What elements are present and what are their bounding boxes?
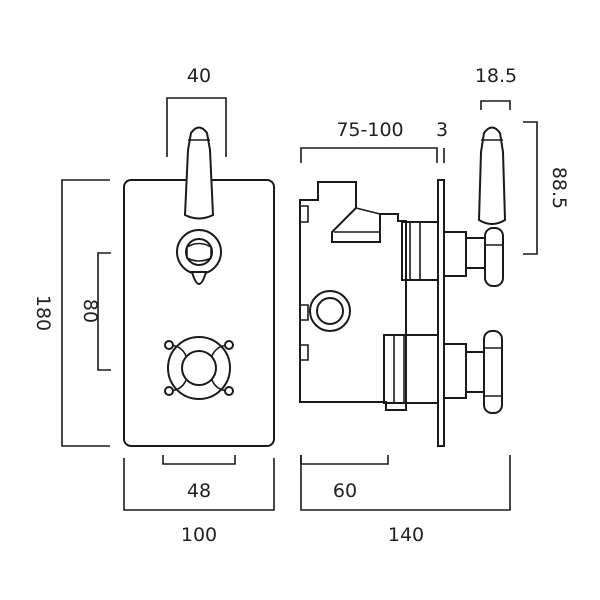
- cross-handle-side: [443, 330, 503, 414]
- upper-lever-control: [176, 126, 222, 285]
- dim-handle-depth-label: 18.5: [475, 65, 517, 87]
- dim-handle-height-label: 88.5: [548, 167, 570, 209]
- dim-plate-width-label: 100: [181, 524, 217, 546]
- dim-handle-width-label: 40: [187, 65, 211, 87]
- dim-handle-height: 88.5: [523, 121, 570, 255]
- dim-handle-spacing: 48: [162, 455, 236, 502]
- lower-cross-control: [164, 336, 234, 400]
- dim-wall-depth: 75-100: [300, 119, 438, 163]
- front-view: 40 80 180 48 100: [32, 65, 275, 546]
- dim-total-depth-label: 140: [388, 524, 424, 546]
- dim-plate-height: 180: [32, 179, 110, 447]
- dim-plate-height-label: 180: [32, 295, 54, 331]
- outlet-port: [309, 290, 351, 332]
- dim-total-depth: 140: [300, 455, 511, 546]
- dim-plate-thickness-label: 3: [436, 119, 448, 141]
- faceplate: [123, 179, 275, 447]
- dim-cartridge-gap-label: 80: [79, 299, 101, 323]
- dim-handle-width: 40: [166, 65, 227, 157]
- lever-handle-side: [443, 126, 507, 287]
- dim-plate-width: 100: [123, 458, 275, 546]
- dim-handle-depth: 18.5: [475, 65, 517, 110]
- dim-plate-thickness: 3: [436, 119, 448, 163]
- dim-wall-depth-label: 75-100: [336, 119, 403, 141]
- side-view: 75-100 3 18.5 88.5 60 140: [299, 65, 570, 546]
- dim-body-depth-label: 60: [333, 480, 357, 502]
- lever-handle-front: [183, 126, 215, 220]
- dim-handle-spacing-label: 48: [187, 480, 211, 502]
- dim-cartridge-gap: 80: [79, 252, 111, 371]
- faceplate-side: [437, 179, 445, 447]
- dim-body-depth: 60: [300, 455, 389, 502]
